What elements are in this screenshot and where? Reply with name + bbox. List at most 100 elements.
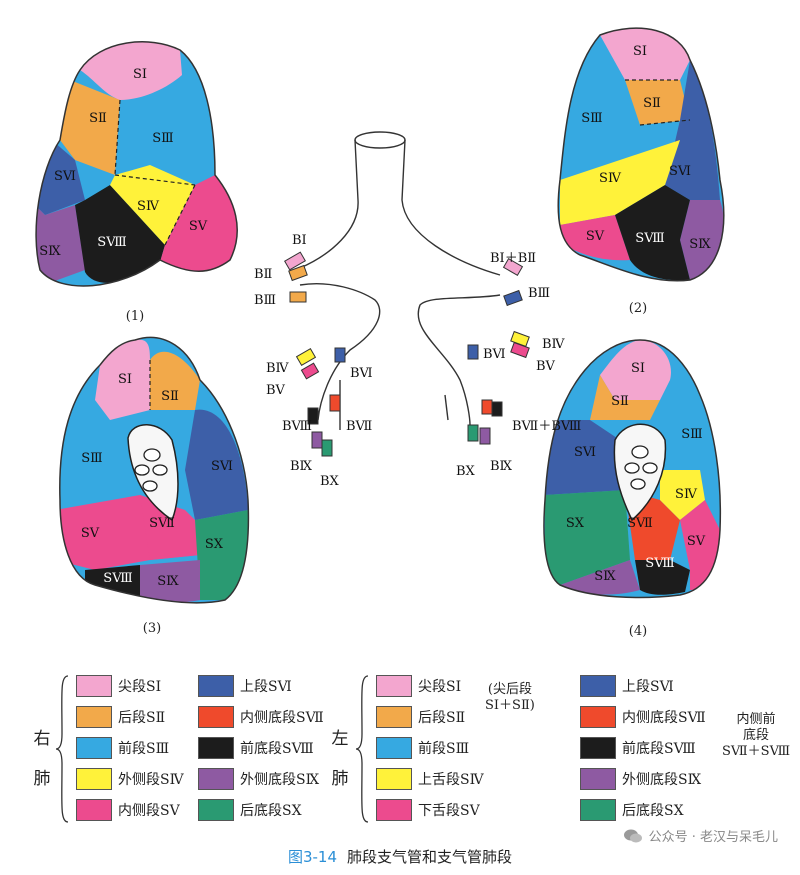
bronchus-r-b2: BⅡ (254, 267, 273, 282)
color-swatch (198, 768, 234, 790)
bronchus-r-b5: BⅤ (266, 383, 286, 398)
p2-s8: SⅧ (635, 231, 664, 246)
legend-right-item: 内侧段SⅤ (76, 798, 180, 822)
figure-title: 肺段支气管和支气管肺段 (347, 848, 513, 866)
legend-label: 内侧段SⅤ (118, 803, 180, 819)
legend-left-item: 外侧底段SⅨ (580, 767, 701, 791)
legend-label: 尖段SⅠ (418, 679, 462, 695)
panel-label-2: (2) (629, 301, 647, 316)
legend-label: 尖段SⅠ (118, 679, 162, 695)
left-lung-medial-view (543, 339, 722, 599)
legend-label: 后底段SⅩ (622, 803, 684, 819)
bronchus-l-b1b2: BⅠ＋BⅡ (490, 251, 536, 266)
legend-label: 外侧底段SⅨ (240, 772, 320, 788)
p3-s3: SⅢ (81, 451, 102, 466)
bronchus-l-b3: BⅢ (528, 286, 550, 301)
lung-segments-diagram: SⅠ SⅡ SⅢ SⅥ SⅣ SⅤ SⅧ SⅨ SⅠ SⅢ SⅡ SⅣ SⅥ S… (35, 27, 725, 639)
p1-s6: SⅥ (54, 169, 76, 184)
panel-label-4: (4) (629, 624, 647, 639)
color-swatch (376, 706, 412, 728)
p4-s7: SⅦ (627, 516, 653, 531)
color-swatch (580, 768, 616, 790)
color-swatch (198, 706, 234, 728)
p1-s3: SⅢ (152, 131, 173, 146)
bronchus-r-b1: BⅠ (292, 233, 307, 248)
bronchus-r-b9: BⅨ (290, 459, 313, 474)
p3-s2: SⅡ (161, 389, 179, 404)
legend-label: 外侧段SⅣ (118, 772, 184, 788)
bronchus-r-b6: BⅥ (350, 366, 373, 381)
color-swatch (376, 768, 412, 790)
legend-label: 内侧底段SⅦ (622, 710, 706, 726)
p2-s6: SⅥ (669, 164, 691, 179)
bronchus-r-b3: BⅢ (254, 293, 276, 308)
bronchus-l-b6: BⅥ (483, 347, 506, 362)
legend-right-item: 内侧底段SⅦ (198, 705, 324, 729)
legend-right-item: 前底段SⅧ (198, 736, 314, 760)
legend-left-item: 内侧底段SⅦ (580, 705, 706, 729)
color-swatch (580, 675, 616, 697)
panel-label-1: (1) (126, 309, 144, 324)
color-swatch (76, 737, 112, 759)
color-swatch (76, 768, 112, 790)
legend-left-side-label: 左肺 (331, 729, 349, 789)
legend-left-item: 上舌段SⅣ (376, 767, 484, 791)
watermark-text: 公众号 · 老汉与呆毛儿 (648, 830, 778, 845)
legend-right-item: 外侧底段SⅨ (198, 767, 319, 791)
bronchus-l-b4: BⅣ (542, 337, 566, 352)
p1-s9: SⅨ (39, 244, 61, 259)
p4-s6: SⅥ (574, 445, 596, 460)
color-swatch (76, 799, 112, 821)
p4-s5: SⅤ (687, 534, 706, 549)
p4-s1: SⅠ (631, 361, 645, 376)
watermark: 公众号 · 老汉与呆毛儿 (623, 826, 778, 845)
bronchus-l-b7b8: BⅦ＋BⅧ (512, 419, 581, 434)
p4-s10: SⅩ (566, 516, 585, 531)
hilum-right (127, 424, 179, 522)
legend-right-item: 尖段SⅠ (76, 674, 161, 698)
legend-left-brace (355, 675, 369, 823)
segmental-bronchi-stubs (284, 251, 530, 457)
color-swatch (376, 737, 412, 759)
p3-s10: SⅩ (205, 537, 224, 552)
wechat-icon (623, 829, 642, 842)
legend-label: 上段SⅥ (622, 679, 674, 695)
legend-label: 外侧底段SⅨ (622, 772, 702, 788)
panel-label-3: (3) (143, 621, 161, 636)
color-swatch (376, 675, 412, 697)
p4-s9: SⅨ (594, 569, 616, 584)
p4-s3: SⅢ (681, 427, 702, 442)
p1-s8: SⅧ (97, 235, 126, 250)
bronchus-r-b7: BⅦ (346, 419, 373, 434)
left-lung-lateral-view (557, 27, 725, 282)
legend-label: 前底段SⅧ (622, 741, 696, 757)
color-swatch (580, 706, 616, 728)
p3-s1: SⅠ (118, 372, 132, 387)
legend-label: 内侧底段SⅦ (240, 710, 324, 726)
p4-s8: SⅧ (645, 556, 674, 571)
legend-label: 上舌段SⅣ (418, 772, 484, 788)
legend-right-brace (55, 675, 69, 823)
color-swatch (198, 799, 234, 821)
legend-right-item: 后底段SⅩ (198, 798, 302, 822)
legend-right-item: 前段SⅢ (76, 736, 169, 760)
legend-label: 前段SⅢ (418, 741, 470, 757)
bronchus-r-b4: BⅣ (266, 361, 290, 376)
p2-s3: SⅢ (581, 111, 602, 126)
p3-s9: SⅨ (157, 574, 179, 589)
legend-label: 上段SⅥ (240, 679, 292, 695)
color-swatch (76, 675, 112, 697)
legend-right-item: 外侧段SⅣ (76, 767, 184, 791)
legend-label: 下舌段SⅤ (418, 803, 480, 819)
legend-left-item: 后底段SⅩ (580, 798, 684, 822)
p4-s2: SⅡ (611, 394, 629, 409)
legend-label: 后段SⅡ (418, 710, 466, 726)
legend-left-item: 前段SⅢ (376, 736, 469, 760)
color-swatch (198, 675, 234, 697)
legend-label: 后底段SⅩ (240, 803, 302, 819)
